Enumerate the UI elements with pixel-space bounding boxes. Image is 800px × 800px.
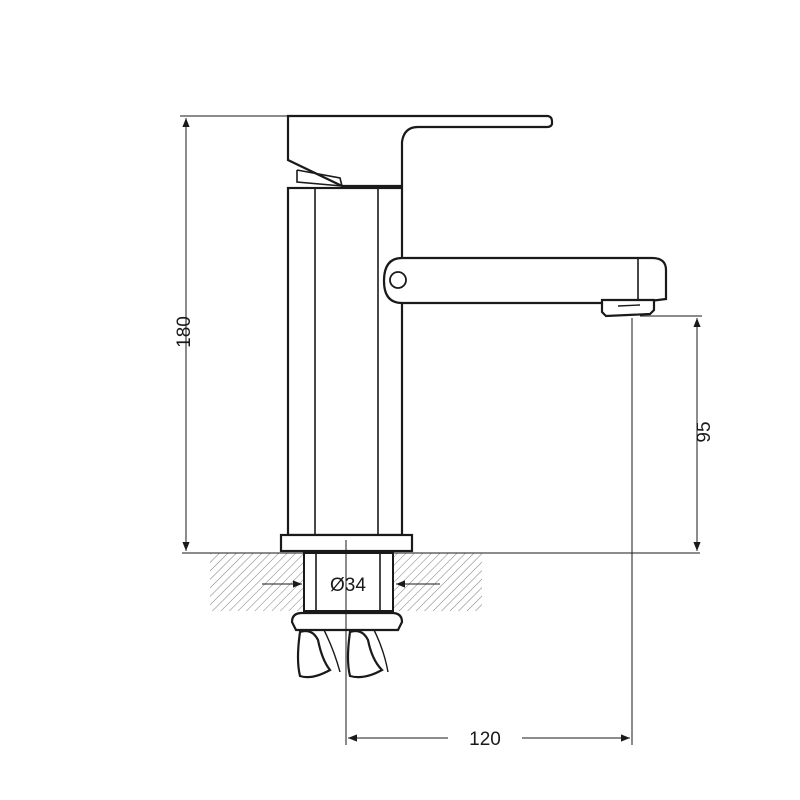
handle-lever bbox=[286, 114, 554, 188]
faucet-body bbox=[279, 186, 414, 553]
dimension-base-diameter-label: Ø34 bbox=[330, 575, 366, 596]
dimension-base-diameter: Ø34 bbox=[262, 575, 440, 596]
spout bbox=[382, 256, 668, 318]
mounting-shank bbox=[290, 552, 404, 679]
dimension-spout-height-label: 95 bbox=[694, 421, 715, 442]
dimension-spout-reach-label: 120 bbox=[469, 729, 501, 750]
countertop bbox=[182, 552, 700, 611]
dimension-spout-height: 95 bbox=[640, 315, 715, 551]
dimension-total-height-label: 180 bbox=[174, 316, 195, 348]
dimension-total-height: 180 bbox=[174, 115, 288, 551]
dimension-spout-reach: 120 bbox=[345, 318, 633, 750]
